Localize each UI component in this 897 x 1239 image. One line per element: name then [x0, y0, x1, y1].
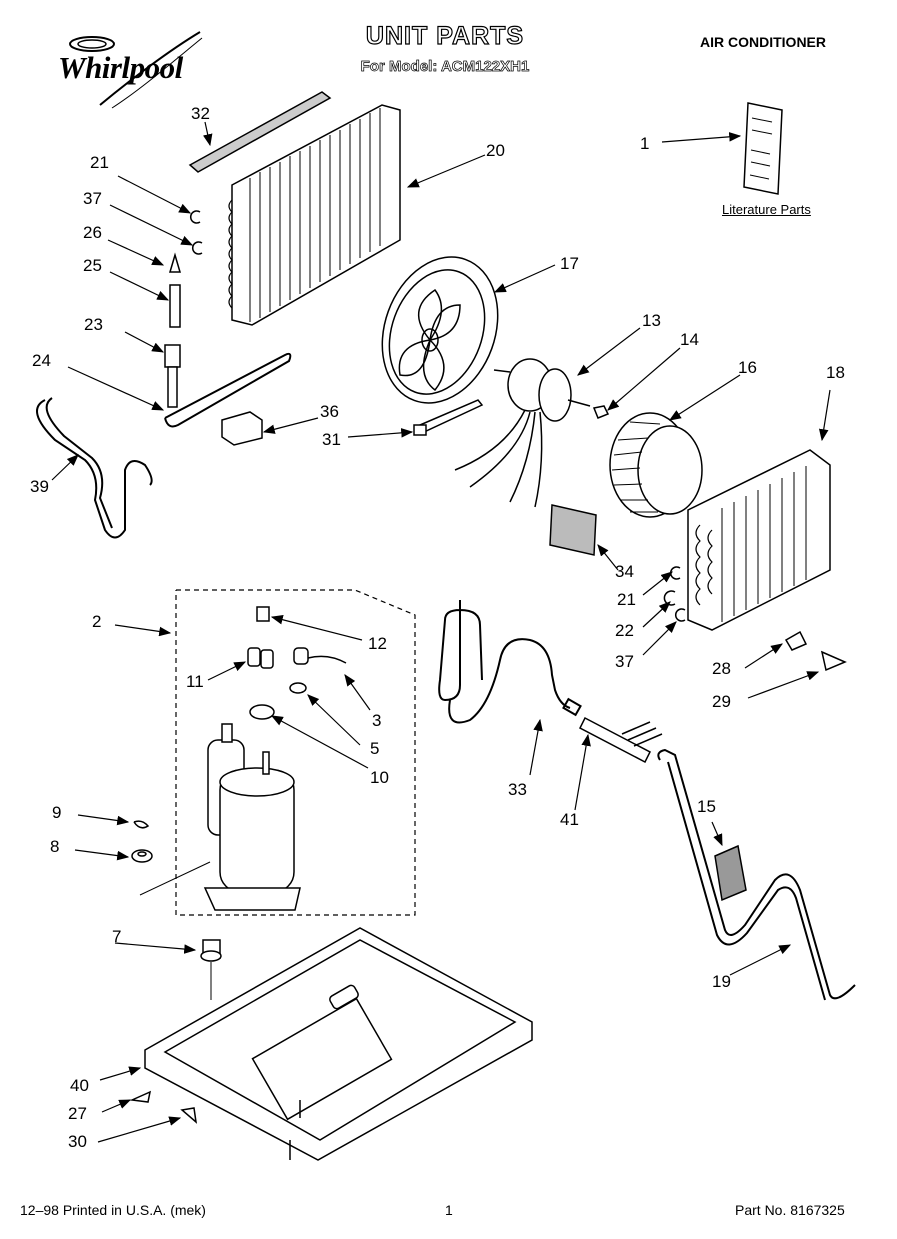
drain-tube-part: [36, 352, 292, 539]
callout-39: 39: [30, 477, 49, 496]
brand-wordmark: Whirlpool: [58, 50, 183, 85]
cable-tie-part: [413, 399, 484, 436]
callout-15: 15: [697, 797, 716, 816]
fan-motor-part: [454, 358, 610, 508]
callout-5: 5: [370, 739, 380, 758]
callout-12: 12: [368, 634, 387, 653]
callout-8: 8: [50, 837, 60, 856]
foam-block-part: [221, 411, 263, 446]
tube-insulation-part: [714, 844, 747, 902]
callout-33: 33: [508, 780, 527, 799]
callout-21-right: 21: [617, 590, 636, 609]
callout-17: 17: [560, 254, 579, 273]
callout-34: 34: [615, 562, 634, 581]
callout-36: 36: [320, 402, 339, 421]
callout-25: 25: [83, 256, 102, 275]
suction-tube-part: [657, 748, 856, 1001]
left-small-parts: [164, 210, 203, 408]
callout-2: 2: [92, 612, 102, 631]
page-title: UNIT PARTS: [365, 21, 525, 50]
callout-23: 23: [84, 315, 103, 334]
callout-20: 20: [486, 141, 505, 160]
literature-parts-label: Literature Parts: [722, 202, 811, 217]
condenser-coil-part: [228, 104, 401, 326]
page-number: 1: [445, 1202, 453, 1218]
callout-37-right: 37: [615, 652, 634, 671]
callout-leaders: [51, 121, 831, 1143]
callout-29: 29: [712, 692, 731, 711]
literature-booklet-part: [743, 102, 783, 195]
callout-16: 16: [738, 358, 757, 377]
callout-26: 26: [83, 223, 102, 242]
capillary-tube-part: [438, 600, 582, 724]
callout-28: 28: [712, 659, 731, 678]
filter-pad-part: [549, 504, 597, 556]
callout-27: 27: [68, 1104, 87, 1123]
whirlpool-logo: [50, 30, 220, 110]
callout-14: 14: [680, 330, 699, 349]
screw-bracket-parts: [129, 1090, 198, 1124]
callout-10: 10: [370, 768, 389, 787]
model-subtitle: For Model: ACM122XH1: [360, 58, 530, 76]
callout-37-left: 37: [83, 189, 102, 208]
callout-3: 3: [372, 711, 382, 730]
callout-11: 11: [186, 672, 204, 691]
callout-13: 13: [642, 311, 661, 330]
callout-19: 19: [712, 972, 731, 991]
callout-41: 41: [560, 810, 579, 829]
base-pan-part: [144, 927, 533, 1161]
callout-9: 9: [52, 803, 62, 822]
part-number: Part No. 8167325: [735, 1202, 845, 1218]
compressor-small-parts: [247, 606, 347, 720]
callout-40: 40: [70, 1076, 89, 1095]
blower-wheel-part: [609, 412, 703, 518]
callout-31: 31: [322, 430, 341, 449]
callout-32: 32: [191, 104, 210, 123]
fan-shroud-part: [381, 256, 499, 404]
callout-30: 30: [68, 1132, 87, 1151]
callout-7: 7: [112, 927, 122, 946]
compressor-kit-outline: [175, 589, 416, 916]
callout-21-left: 21: [90, 153, 109, 172]
evaporator-coil-part: [687, 449, 831, 631]
compressor-part: [203, 723, 301, 911]
mount-hardware-parts: [131, 820, 222, 1000]
top-channel-bar-part: [188, 91, 332, 173]
bracket-screw-part: [784, 630, 847, 672]
print-info: 12–98 Printed in U.S.A. (mek): [20, 1202, 206, 1218]
distributor-tube-part: [578, 716, 663, 764]
callout-22: 22: [615, 621, 634, 640]
callout-1: 1: [640, 134, 650, 153]
callout-18: 18: [826, 363, 845, 382]
category-label: AIR CONDITIONER: [700, 34, 826, 50]
callout-24: 24: [32, 351, 51, 370]
logo-swoosh-icon: [69, 31, 203, 109]
